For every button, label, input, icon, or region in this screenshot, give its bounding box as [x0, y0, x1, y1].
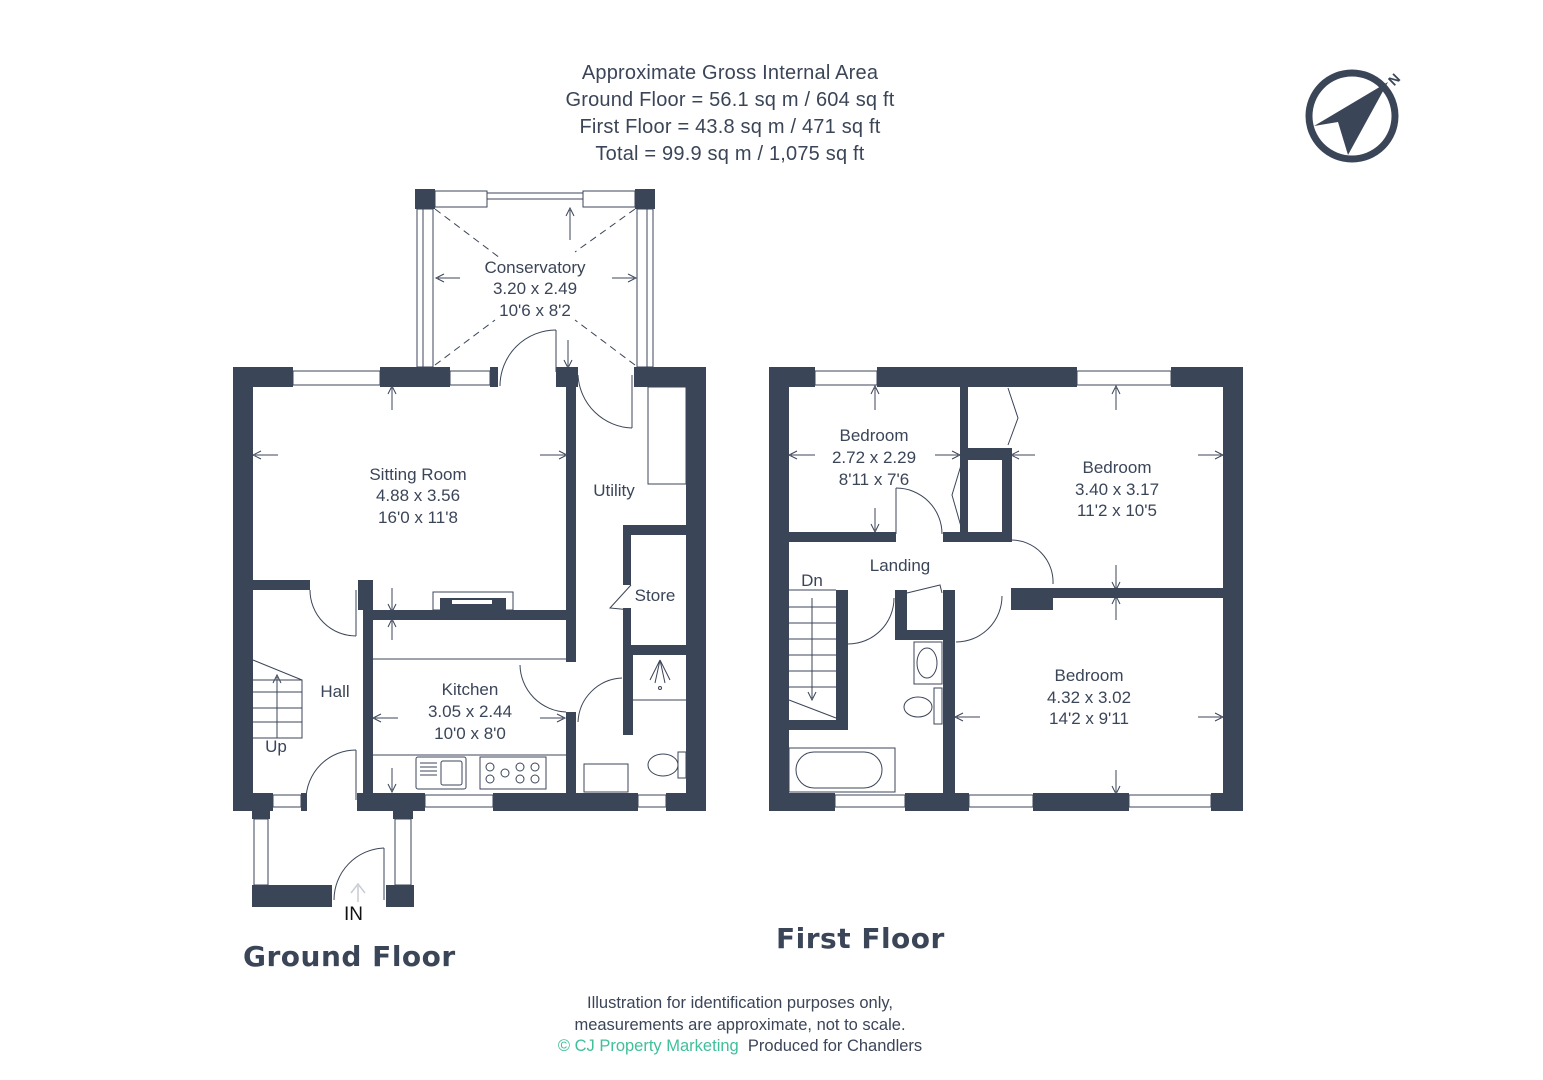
north-compass-icon: N	[1305, 69, 1403, 163]
room-imperial-conservatory: 10'6 x 8'2	[499, 301, 571, 320]
total-area: Total = 99.9 sq m / 1,075 sq ft	[595, 143, 865, 165]
first-floor-plan	[769, 367, 1243, 811]
room-metric-sitting-room: 4.88 x 3.56	[376, 486, 460, 505]
ground-floor-plan	[233, 189, 706, 907]
disclaimer-line-1: Illustration for identification purposes…	[586, 994, 894, 1012]
disclaimer-line-2: measurements are approximate, not to sca…	[574, 1015, 906, 1034]
brand-credit: © CJ Property Marketing	[557, 1037, 739, 1055]
ground-floor-title: Ground Floor	[243, 940, 456, 973]
room-imperial-bedroom-2: 11'2 x 10'5	[1077, 501, 1157, 520]
room-name-hall: Hall	[320, 682, 349, 701]
room-name-landing: Landing	[870, 556, 931, 575]
room-name-sitting-room: Sitting Room	[369, 465, 466, 484]
room-imperial-kitchen: 10'0 x 8'0	[434, 724, 506, 743]
room-name-utility: Utility	[593, 481, 635, 500]
room-imperial-sitting-room: 16'0 x 11'8	[378, 508, 458, 527]
room-name-kitchen: Kitchen	[442, 680, 499, 699]
room-metric-bedroom-1: 2.72 x 2.29	[832, 448, 916, 467]
disclaimer: Illustration for identification purposes…	[440, 993, 1040, 1058]
room-name-store: Store	[635, 586, 676, 605]
first-floor-area: First Floor = 43.8 sq m / 471 sq ft	[579, 116, 881, 138]
room-name-bedroom-3: Bedroom	[1055, 666, 1124, 685]
room-metric-kitchen: 3.05 x 2.44	[428, 702, 512, 721]
area-title: Approximate Gross Internal Area	[581, 62, 879, 84]
entrance-label: IN	[344, 904, 363, 925]
ground-floor-area: Ground Floor = 56.1 sq m / 604 sq ft	[565, 89, 895, 111]
credits-line: © CJ Property Marketing Produced for Cha…	[440, 1036, 1040, 1058]
room-imperial-bedroom-3: 14'2 x 9'11	[1049, 709, 1129, 728]
room-name-bedroom-1: Bedroom	[840, 426, 909, 445]
stairs-down-label: Dn	[801, 571, 823, 590]
room-name-conservatory: Conservatory	[484, 258, 586, 277]
room-metric-bedroom-2: 3.40 x 3.17	[1075, 480, 1159, 499]
gross-internal-area: Approximate Gross Internal Area Ground F…	[430, 60, 1030, 168]
room-imperial-bedroom-1: 8'11 x 7'6	[839, 470, 909, 489]
produced-for: Produced for Chandlers	[747, 1037, 923, 1055]
room-metric-conservatory: 3.20 x 2.49	[493, 279, 577, 298]
room-name-bedroom-2: Bedroom	[1083, 458, 1152, 477]
first-floor-title: First Floor	[776, 922, 945, 955]
room-labels: Conservatory 3.20 x 2.49 10'6 x 8'2 Sitt…	[265, 258, 1159, 756]
room-metric-bedroom-3: 4.32 x 3.02	[1047, 688, 1131, 707]
stairs-up-label: Up	[265, 737, 287, 756]
